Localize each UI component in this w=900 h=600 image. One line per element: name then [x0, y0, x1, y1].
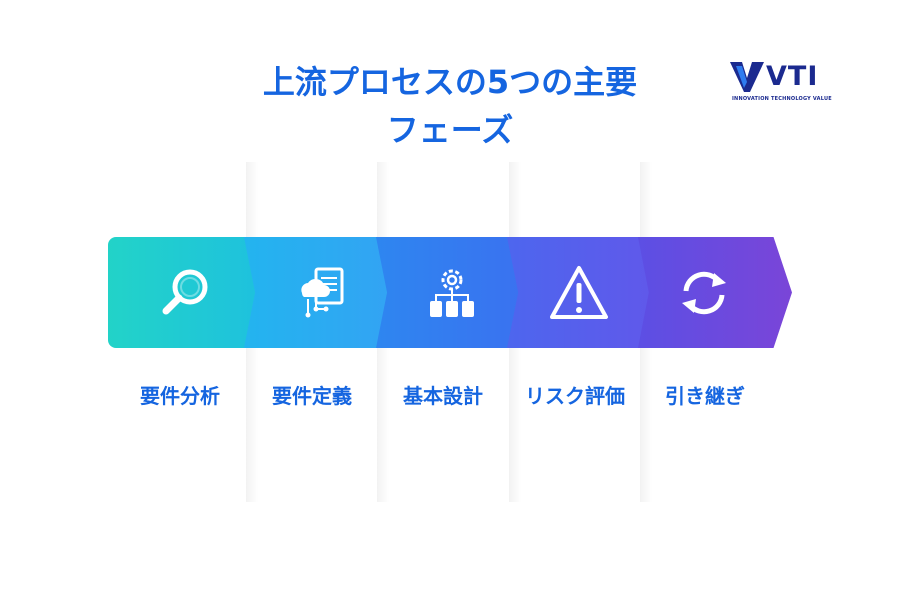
page-title: 上流プロセスの5つの主要 フェーズ [150, 58, 750, 154]
phase-step-5 [638, 237, 792, 348]
magnifier-icon [162, 269, 208, 315]
phase-step-3 [376, 237, 534, 348]
vti-logo-mark-icon [730, 62, 764, 92]
phase-step-2 [244, 237, 402, 348]
phase-step-1 [108, 237, 270, 348]
vti-logo: VTI INNOVATION TECHNOLOGY VALUE [730, 60, 850, 110]
title-line-1: 上流プロセスの5つの主要 [262, 63, 638, 101]
logo-tagline: INNOVATION TECHNOLOGY VALUE [732, 96, 832, 102]
phase-label-1: 要件分析 [140, 384, 220, 408]
phase-step-4 [507, 237, 667, 348]
gear-network-icon [430, 269, 474, 317]
refresh-icon [682, 271, 726, 315]
warning-icon [550, 266, 608, 319]
phase-label-3: 基本設計 [403, 384, 483, 408]
phase-label-4: リスク評価 [525, 384, 625, 408]
logo-text: VTI [766, 61, 819, 92]
phase-label-5: 引き継ぎ [665, 384, 745, 408]
cloud-document-icon [301, 267, 344, 318]
phase-label-2: 要件定義 [272, 384, 352, 408]
title-line-2: フェーズ [386, 111, 514, 149]
